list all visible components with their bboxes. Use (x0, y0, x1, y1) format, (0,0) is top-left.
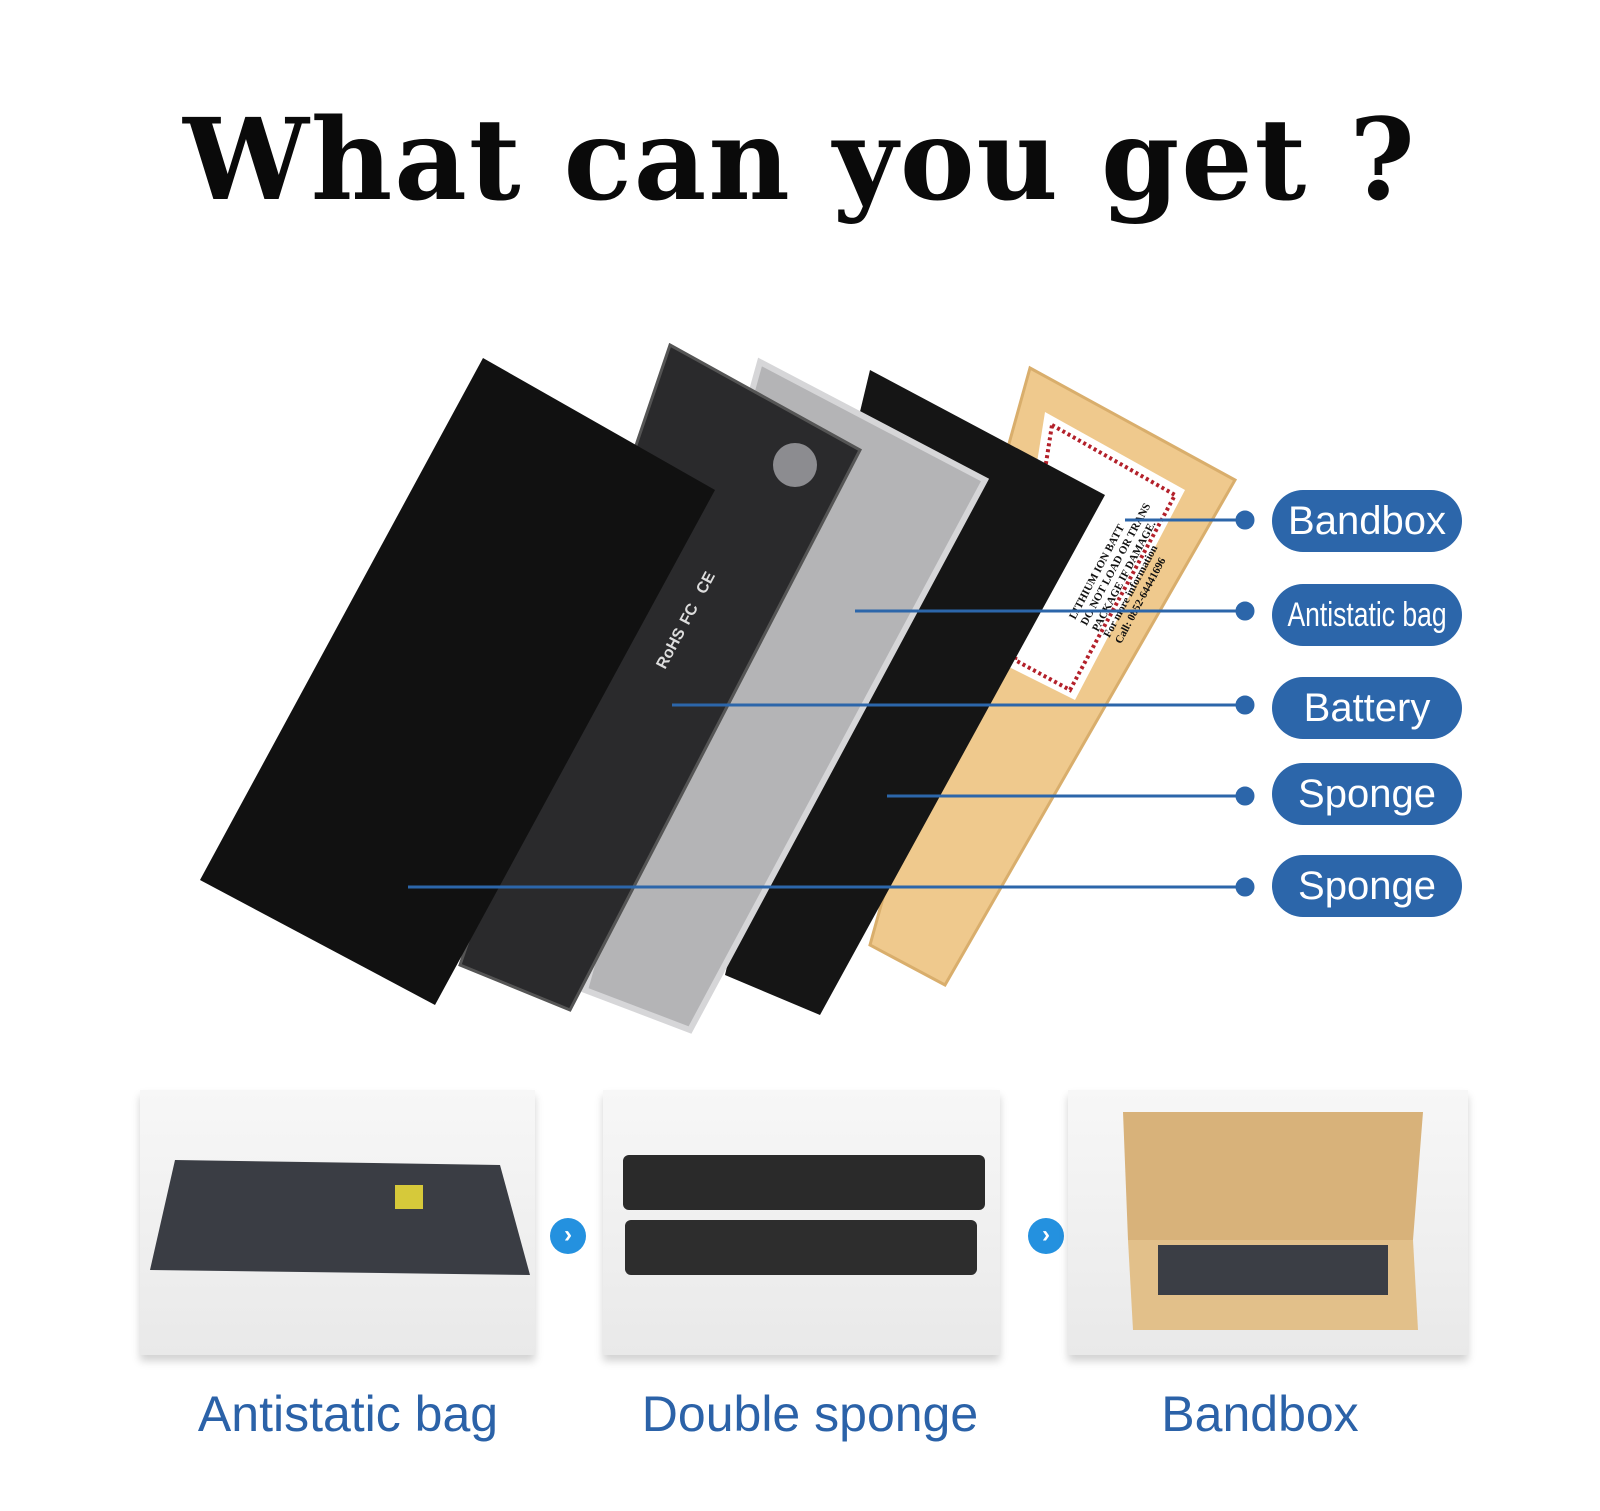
battery-screw (773, 443, 817, 487)
label-antistatic-bag: Antistatic bag (1287, 596, 1447, 634)
label-antistatic-bag-pill: Antistatic bag (1272, 584, 1462, 646)
exploded-package-diagram: LITHIUM ION BATT DO NOT LOAD OR TRANS PA… (200, 342, 1255, 1034)
step-caption: Antistatic bag (197, 1386, 499, 1442)
step-bandbox-photo (1068, 1090, 1468, 1355)
step-caption: Bandbox (1161, 1386, 1359, 1442)
label-sponge: Sponge (1272, 763, 1462, 825)
sponge-layer (725, 370, 1105, 1015)
label-bandbox: Bandbox (1272, 490, 1462, 552)
label-battery: Battery (1272, 677, 1462, 739)
label-sponge: Sponge (1272, 855, 1462, 917)
leader-lines (408, 510, 1255, 897)
page-title: What can you get ? (183, 95, 1417, 226)
step-caption: Double sponge (641, 1386, 979, 1442)
step-double-sponge-photo (603, 1090, 1000, 1355)
chevron-right-icon: › (1028, 1218, 1064, 1254)
sponge-layer (200, 358, 715, 1005)
step-antistatic-bag-photo (140, 1090, 535, 1355)
chevron-right-icon: › (550, 1218, 586, 1254)
